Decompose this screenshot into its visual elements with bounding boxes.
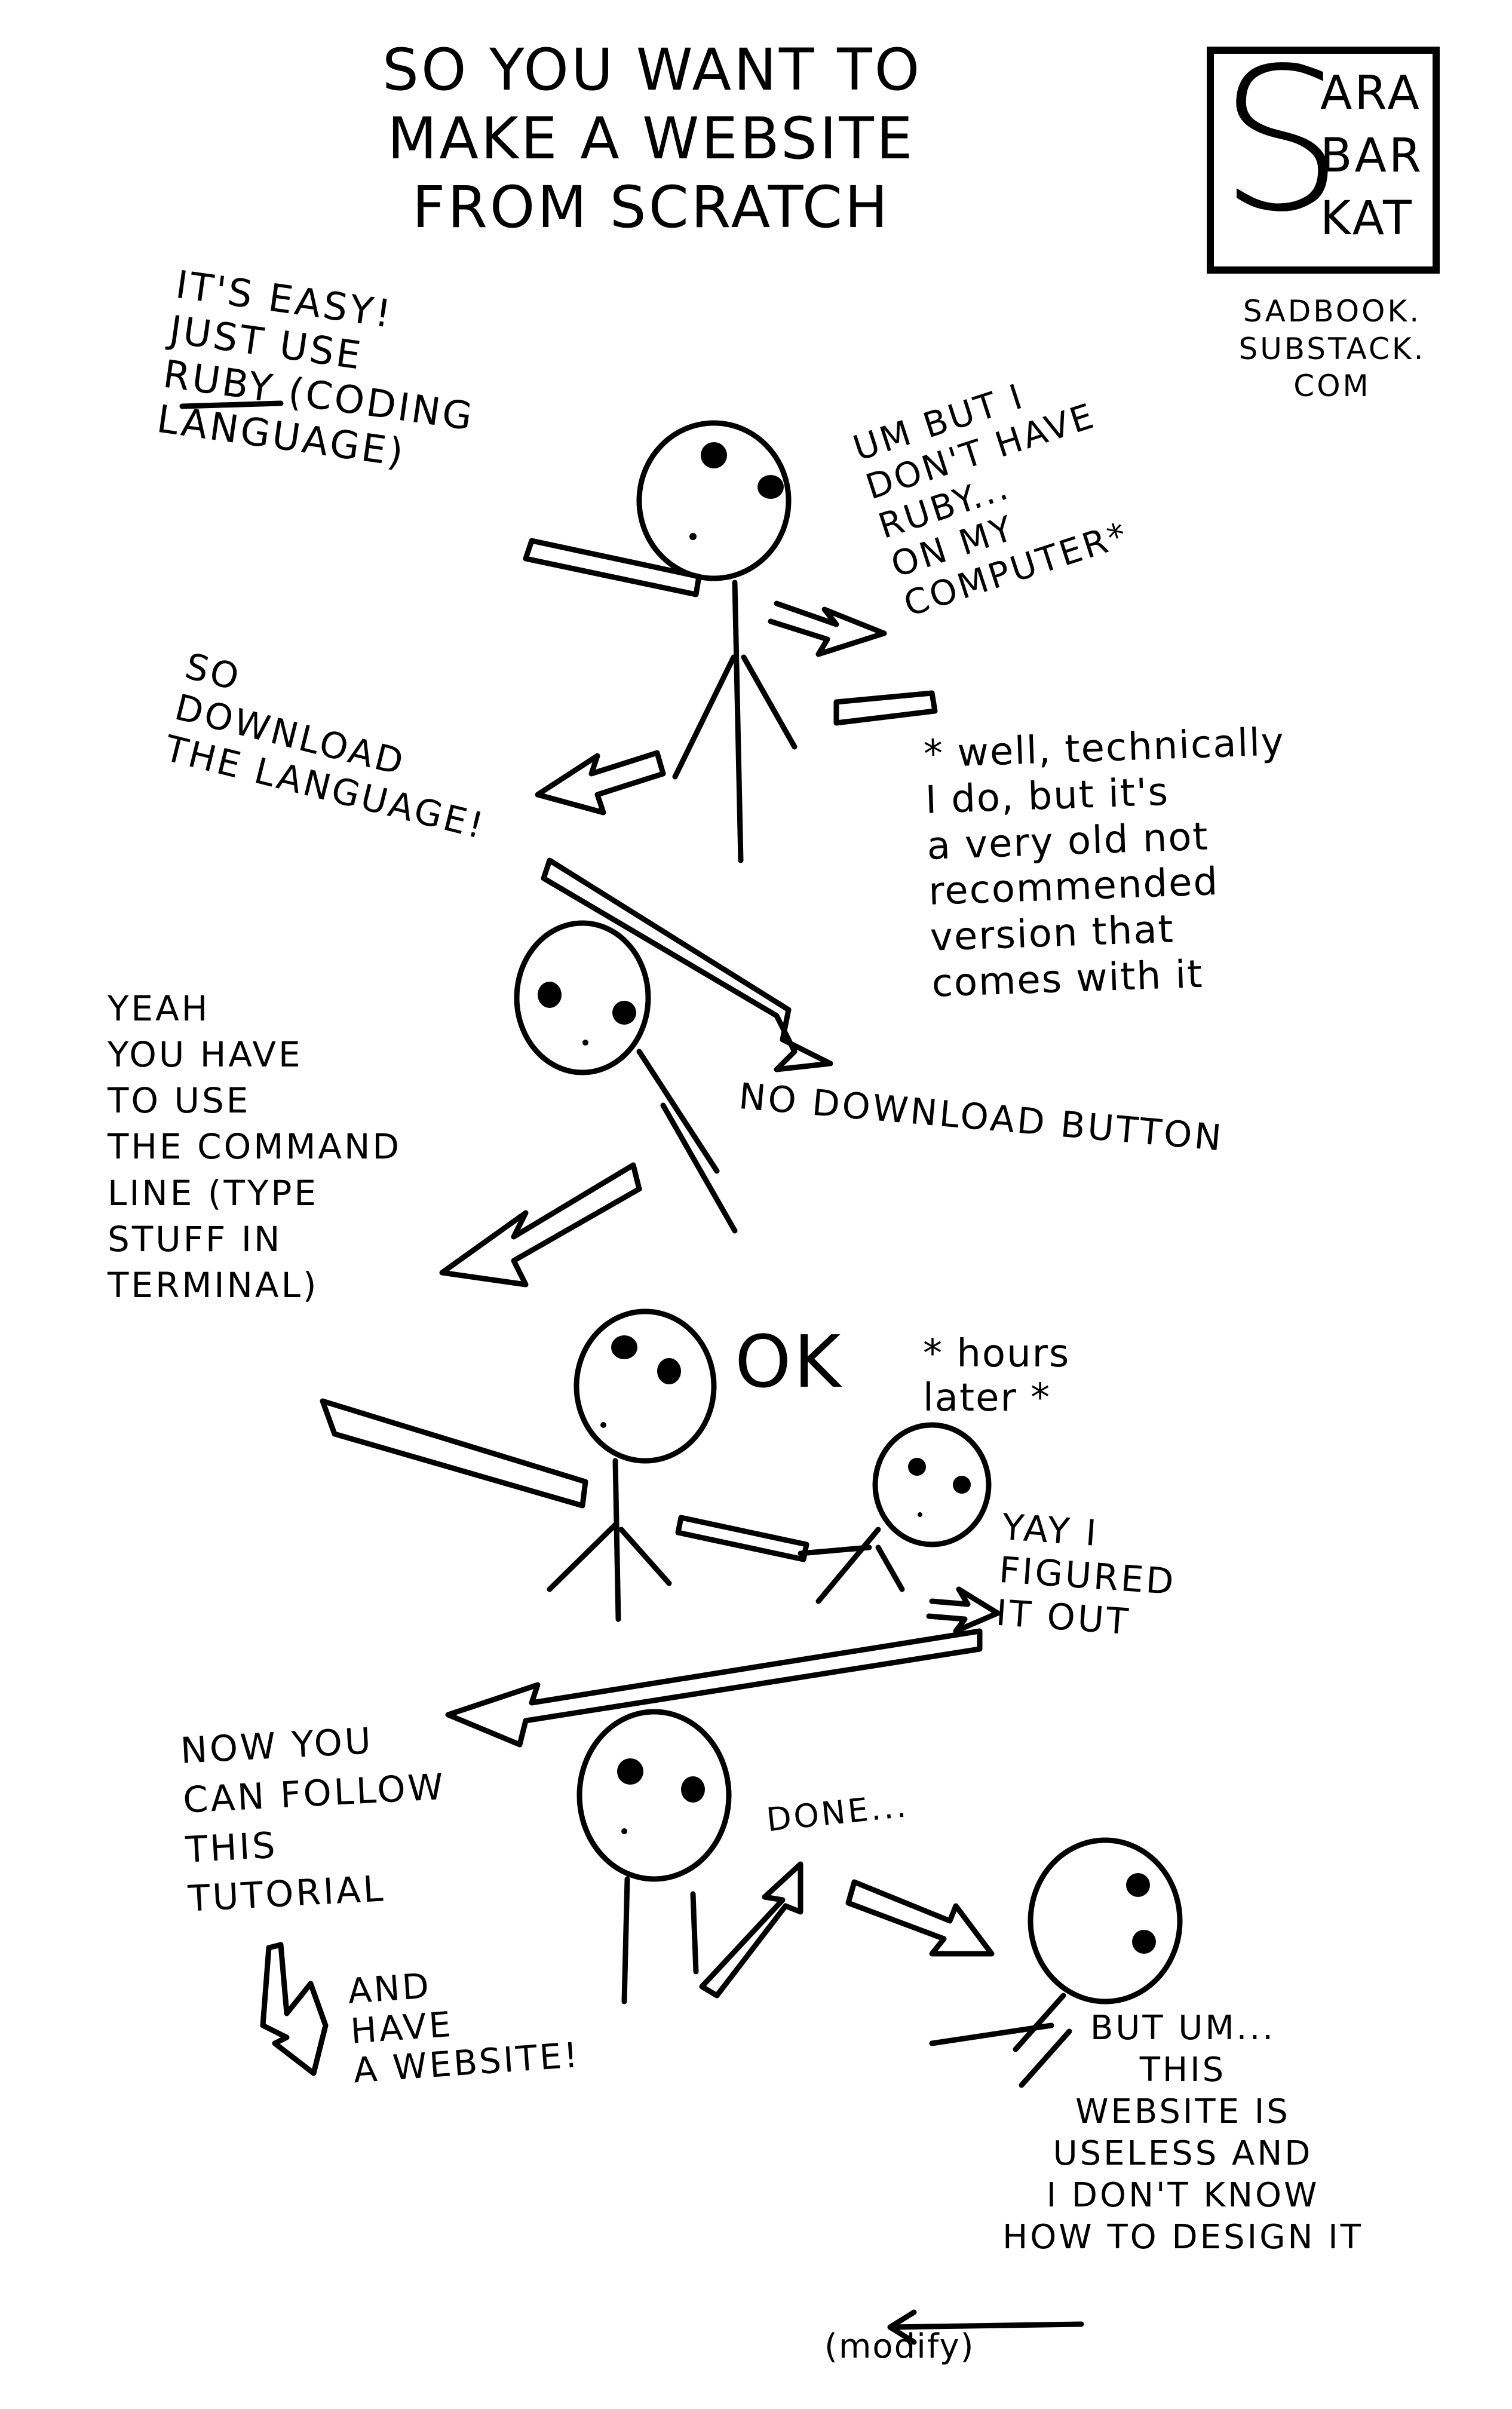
caption-footnote: * well, technically I do, but it's a ver… [923, 719, 1286, 1006]
arrow-4-icon [535, 750, 666, 816]
arrow-9-icon [926, 1586, 1001, 1634]
arrow-8-icon [675, 1515, 809, 1562]
logo-word-3: KAT [1320, 192, 1414, 246]
arrow-5-icon [541, 857, 833, 1072]
logo-word-2: BAR [1320, 129, 1424, 183]
arrow-1-icon [523, 538, 702, 597]
eyes [538, 442, 1156, 1954]
caption-useless: BUT UM... THIS WEBSITE IS USELESS AND I … [1002, 2009, 1363, 2257]
caption-tutorial: NOW YOU CAN FOLLOW THIS TUTORIAL [179, 1720, 447, 1920]
logo-word-1: ARA [1320, 66, 1422, 120]
arrow-3-icon [833, 690, 938, 726]
stick-figure-4 [798, 1422, 992, 1604]
arrow-11-icon [699, 1861, 803, 1999]
ruby-underline [179, 400, 284, 409]
stick-figure-1 [636, 420, 798, 863]
stick-figure-2 [514, 920, 738, 1234]
caption-ok: OK [735, 1321, 844, 1404]
logo-letter: S [1219, 26, 1347, 255]
caption-have-a-website: AND HAVE A WEBSITE! [346, 1965, 582, 2091]
arrow-12-icon [845, 1879, 995, 1957]
arrow-10-icon [445, 1628, 983, 1748]
stick-figure-5 [576, 1709, 732, 2005]
arrow-7-icon [320, 1398, 588, 1509]
stick-figure-3 [547, 1308, 717, 1622]
caption-figured-it-out: YAY I FIGURED IT OUT [995, 1506, 1177, 1644]
caption-modify: (modify) [824, 2327, 975, 2366]
arrow-13-icon [260, 1942, 329, 2076]
arrow-2-icon [768, 600, 887, 657]
arrow-14-icon [887, 2309, 1084, 2345]
logo-frame [1207, 47, 1440, 274]
caption-hours-later: * hours later * [923, 1332, 1071, 1420]
arrow-6-icon [439, 1162, 642, 1288]
caption-command-line: YEAH YOU HAVE TO USE THE COMMAND LINE (T… [108, 988, 402, 1305]
author-site: SADBOOK. SUBSTACK. COM [1238, 294, 1426, 403]
stick-figure-6 [929, 1837, 1183, 2088]
comic-title: So you want to make a website from scrat… [382, 36, 922, 241]
